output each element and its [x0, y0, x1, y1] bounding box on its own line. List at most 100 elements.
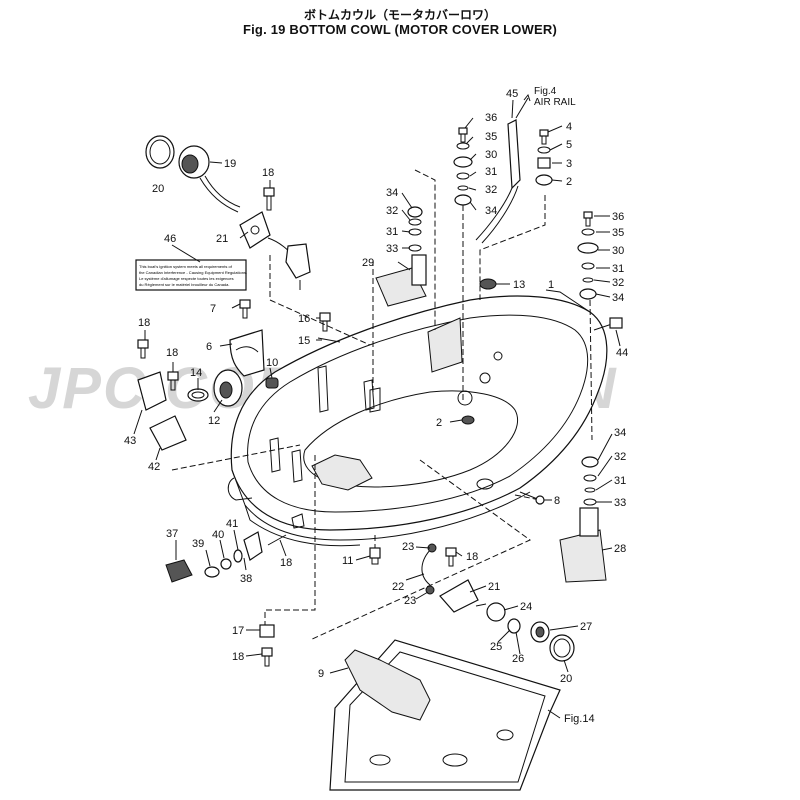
svg-text:du Règlement sur le matériel b: du Règlement sur le matériel brouilleur … — [139, 282, 230, 287]
label-46-plate: This boat's ignition system meets all re… — [135, 259, 247, 291]
callout-34-lower: 34 — [614, 427, 626, 439]
callout-21: 21 — [216, 233, 228, 245]
callout-31-left: 31 — [386, 226, 398, 238]
callout-39: 39 — [192, 538, 204, 550]
callout-30-center: 30 — [485, 149, 497, 161]
callout-26: 26 — [512, 653, 524, 665]
air-rail-hose-45 — [507, 119, 521, 190]
callout-29: 29 — [362, 257, 374, 269]
callout-32-center: 32 — [485, 184, 497, 196]
grommet-2-center — [461, 415, 475, 425]
callout-leaders — [133, 99, 621, 719]
callout-9: 9 — [318, 668, 324, 680]
grommet-stack-lower-right — [581, 456, 599, 506]
callout-27: 27 — [580, 621, 592, 633]
callout-32-lower: 32 — [614, 451, 626, 463]
grommet-stack-center — [453, 127, 473, 206]
callout-35-center: 35 — [485, 131, 497, 143]
callout-11: 11 — [342, 555, 353, 567]
callout-18-right: 18 — [466, 551, 478, 563]
callout-36-side: 36 — [612, 211, 624, 223]
grommet-stack-left — [407, 206, 423, 252]
callout-36-center: 36 — [485, 112, 497, 124]
callout-20: 20 — [152, 183, 164, 195]
bottom-cowl-body — [227, 295, 608, 547]
callout-24: 24 — [520, 601, 532, 613]
fitting-11 — [369, 547, 381, 565]
callout-14: 14 — [190, 367, 202, 379]
callout-31-center: 31 — [485, 166, 497, 178]
grommet-stack-right — [535, 129, 553, 186]
brackets-42-43 — [137, 339, 187, 451]
bracket-21-lower — [421, 543, 479, 613]
callout-45: 45 — [506, 88, 518, 100]
callout-32-left: 32 — [386, 205, 398, 217]
callout-18-left: 18 — [138, 317, 150, 329]
callout-32-side: 32 — [612, 277, 624, 289]
seal-part-9 — [344, 649, 431, 721]
callout-23-bottom: 23 — [404, 595, 416, 607]
ref-fig14: Fig.14 — [564, 713, 595, 725]
callout-18: 18 — [262, 167, 274, 179]
bolt-16-15 — [317, 312, 341, 343]
callout-4: 4 — [566, 121, 572, 133]
pad-28-tab — [579, 507, 599, 537]
callout-21-lower: 21 — [488, 581, 500, 593]
callout-20-lower: 20 — [560, 673, 572, 685]
callout-2-top: 2 — [566, 176, 572, 188]
clip-17 — [259, 624, 275, 638]
bolt-44 — [593, 317, 623, 331]
callout-labels: 19 20 21 18 46 7 6 10 14 12 18 18 43 42 … — [124, 86, 628, 725]
callout-19: 19 — [224, 158, 236, 170]
pad-29-tab — [411, 254, 427, 286]
callout-2-center: 2 — [436, 417, 442, 429]
pad-part-28 — [559, 529, 607, 583]
svg-text:the Canadian Interference - Ca: the Canadian Interference - Causing Equi… — [139, 270, 247, 275]
callout-41: 41 — [226, 518, 238, 530]
callout-35-side: 35 — [612, 227, 624, 239]
callout-30-side: 30 — [612, 245, 624, 257]
callout-37: 37 — [166, 528, 178, 540]
grommet-stack-side — [577, 211, 599, 300]
bolt-18-bottom — [261, 647, 273, 667]
callout-33-lower: 33 — [614, 497, 626, 509]
callout-16: 16 — [298, 313, 310, 325]
callout-25: 25 — [490, 641, 502, 653]
callout-12: 12 — [208, 415, 220, 427]
grommet-13 — [479, 278, 497, 290]
lever-37-group — [165, 531, 287, 583]
callout-28: 28 — [614, 543, 626, 555]
holder-cluster — [187, 299, 279, 407]
callout-40: 40 — [212, 529, 224, 541]
callout-3: 3 — [566, 158, 572, 170]
callout-1: 1 — [548, 279, 554, 291]
callout-34-center: 34 — [485, 205, 497, 217]
callout-18-mid: 18 — [280, 557, 292, 569]
callout-15: 15 — [298, 335, 310, 347]
callout-34-left: 34 — [386, 187, 398, 199]
callout-31-side: 31 — [612, 263, 624, 275]
page-title: Fig. 19 BOTTOM COWL (MOTOR COVER LOWER) — [242, 22, 558, 37]
bolt-18-top — [263, 187, 275, 211]
callout-7: 7 — [210, 303, 216, 315]
assembly-leader-lines — [171, 169, 593, 641]
callout-44: 44 — [616, 347, 628, 359]
page-title-japanese: ボトムカウル（モータカバーロワ） — [303, 8, 496, 22]
callout-17: 17 — [232, 625, 244, 637]
callout-33-left: 33 — [386, 243, 398, 255]
callout-10: 10 — [266, 357, 278, 369]
svg-text:This boat's ignition system me: This boat's ignition system meets all re… — [139, 264, 233, 269]
plug-24-group — [475, 602, 575, 662]
plug-19-group — [145, 135, 311, 290]
ref-fig4: Fig.4 — [534, 86, 557, 97]
callout-13: 13 — [513, 279, 525, 291]
ref-air-rail: AIR RAIL — [534, 97, 576, 108]
callout-8: 8 — [554, 495, 560, 507]
callout-23-top: 23 — [402, 541, 414, 553]
callout-38: 38 — [240, 573, 252, 585]
callout-31-lower: 31 — [614, 475, 626, 487]
callout-42: 42 — [148, 461, 160, 473]
callout-18-bottom: 18 — [232, 651, 244, 663]
callout-43: 43 — [124, 435, 136, 447]
